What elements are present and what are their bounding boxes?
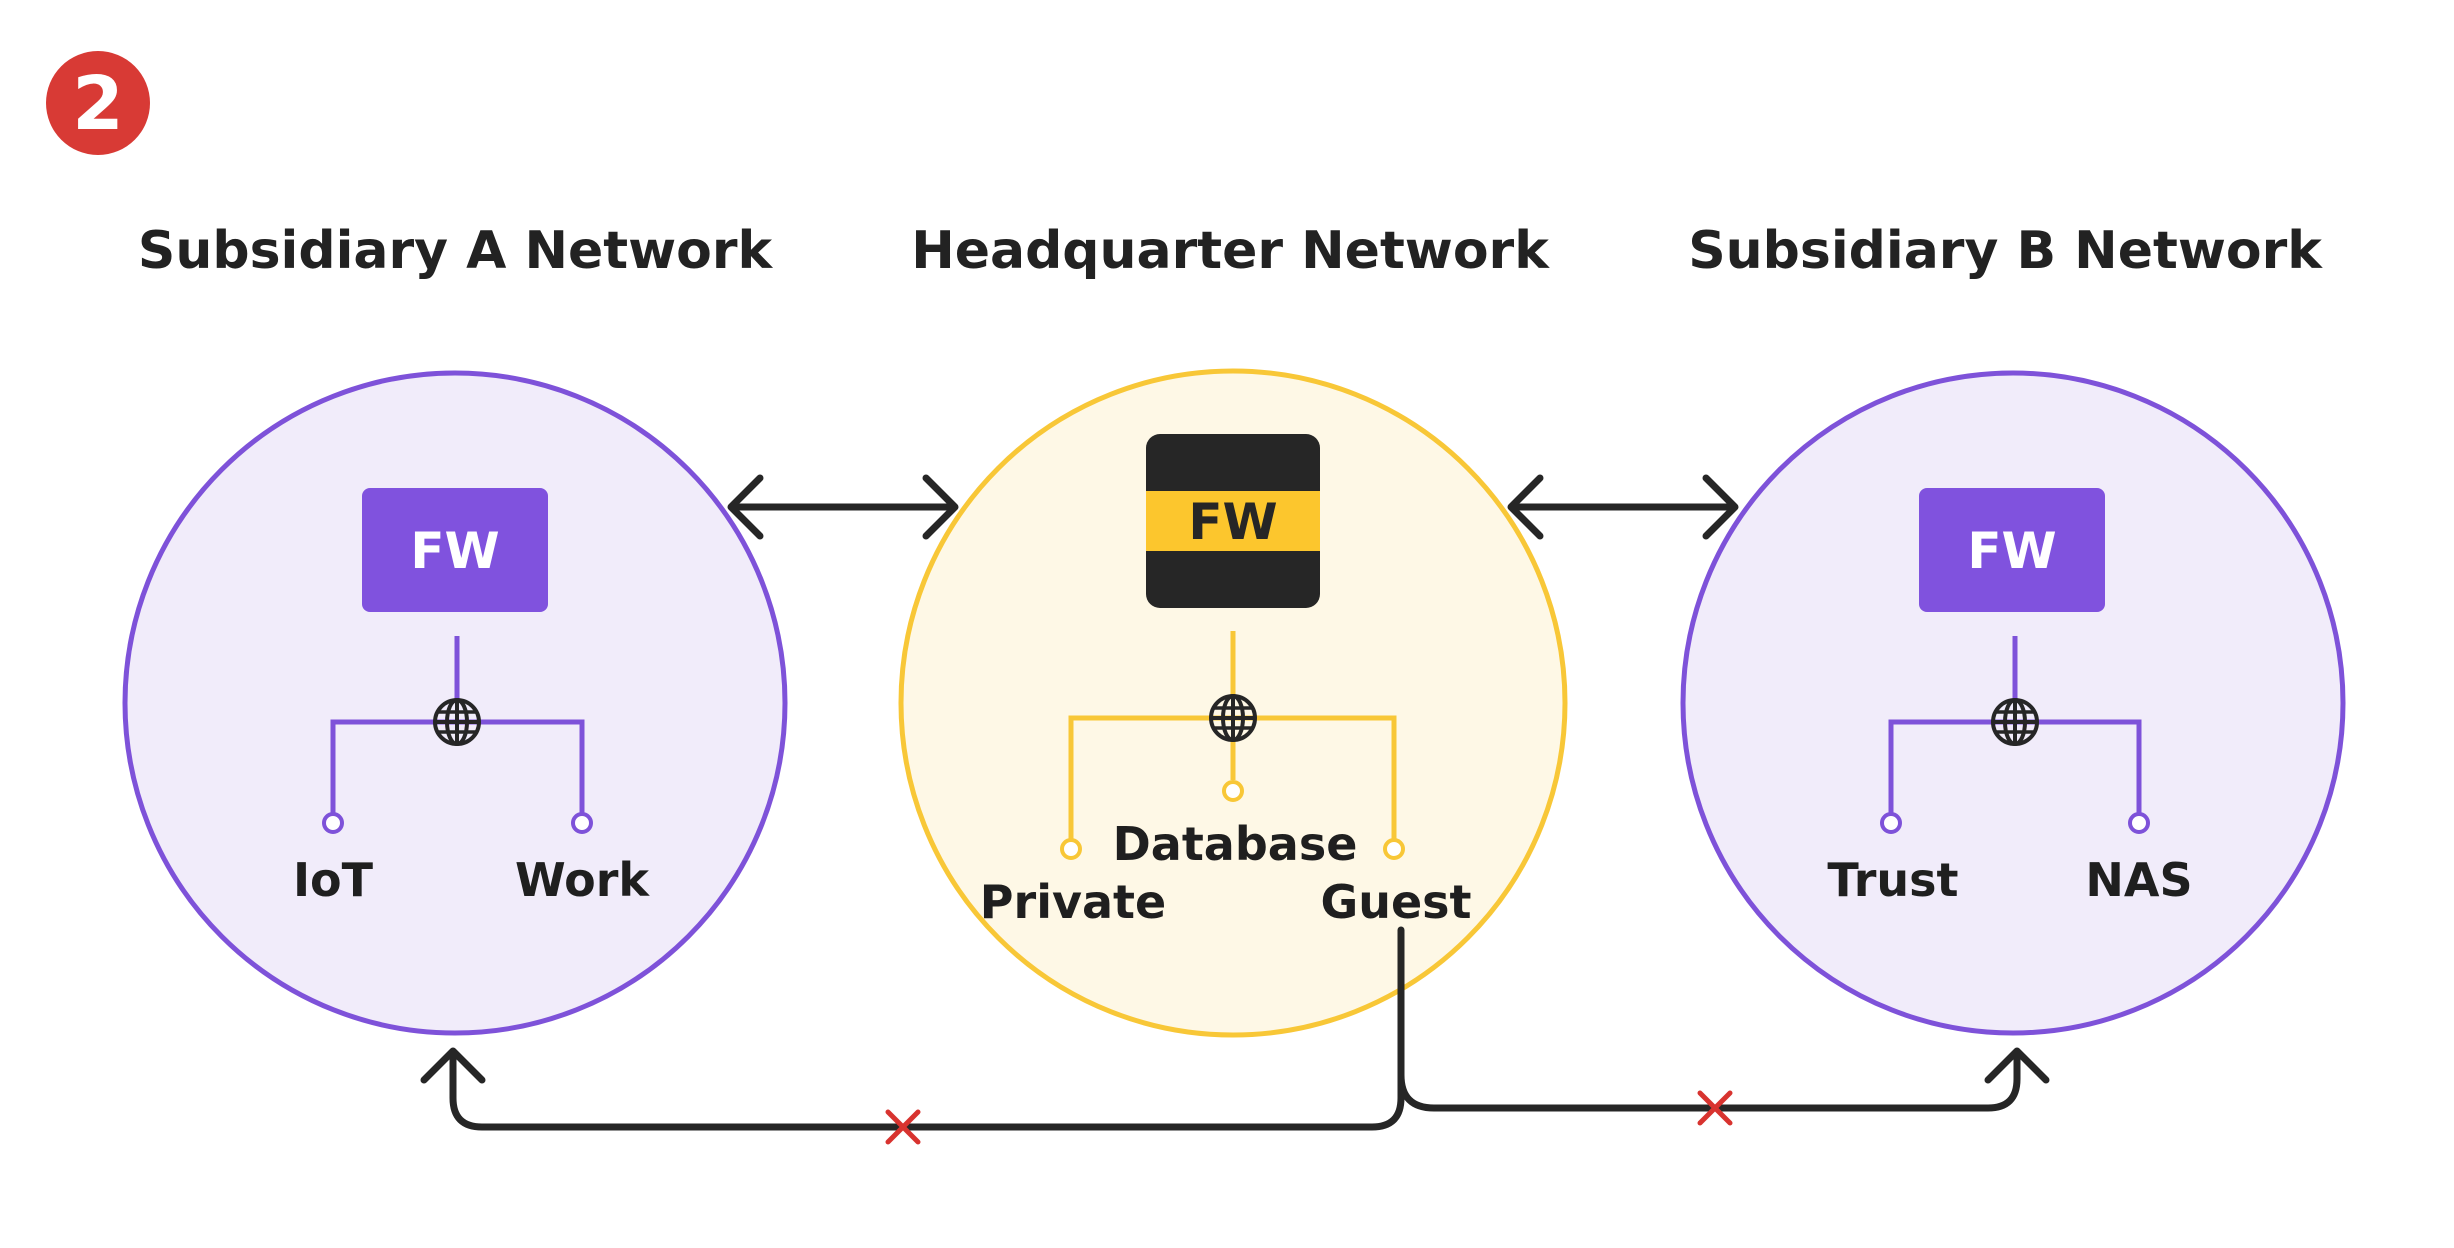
blocked-x-icon-right <box>1697 1090 1733 1126</box>
subsidiary-a-firewall <box>362 488 548 612</box>
subsidiary-b-network: FW Trust NAS <box>1680 370 2346 1036</box>
work-port-icon <box>571 812 593 834</box>
subsidiary-a-network: FW IoT Work <box>122 370 788 1036</box>
subsidiary-b-firewall-label: FW <box>1967 522 2056 580</box>
private-port-icon <box>1060 838 1082 860</box>
headquarter-firewall-label: FW <box>1188 493 1277 551</box>
subsidiary-a-globe-icon <box>433 698 481 746</box>
headquarter-network: FW Private Database Guest <box>898 368 1568 1038</box>
subsidiary-b-firewall <box>1919 488 2105 612</box>
headquarter-globe-icon <box>1209 694 1257 742</box>
subsidiary-a-firewall-label: FW <box>410 522 499 580</box>
iot-label: IoT <box>293 853 374 907</box>
database-label: Database <box>1113 817 1358 871</box>
nas-label: NAS <box>2085 853 2192 907</box>
blocked-x-icon-left <box>885 1109 921 1145</box>
guest-label: Guest <box>1320 875 1471 929</box>
hq-to-b-arrow <box>1507 474 1739 540</box>
subsidiary-a-title: Subsidiary A Network <box>138 221 774 281</box>
guest-to-a-blocked-path <box>420 926 1405 1131</box>
step-badge: 2 <box>46 51 150 155</box>
headquarter-firewall-band <box>1146 491 1320 551</box>
subsidiary-b-title: Subsidiary B Network <box>1688 221 2323 281</box>
private-label: Private <box>980 875 1166 929</box>
nas-port-icon <box>2128 812 2150 834</box>
a-to-hq-arrow <box>727 474 959 540</box>
work-label: Work <box>515 853 650 907</box>
guest-port-icon <box>1383 838 1405 860</box>
subsidiary-b-globe-icon <box>1991 698 2039 746</box>
iot-port-icon <box>322 812 344 834</box>
headquarter-title: Headquarter Network <box>911 221 1550 281</box>
trust-label: Trust <box>1827 853 1958 907</box>
step-number: 2 <box>72 61 124 147</box>
trust-port-icon <box>1880 812 1902 834</box>
database-port-icon <box>1222 780 1244 802</box>
guest-to-b-blocked-path <box>1397 1047 2050 1112</box>
